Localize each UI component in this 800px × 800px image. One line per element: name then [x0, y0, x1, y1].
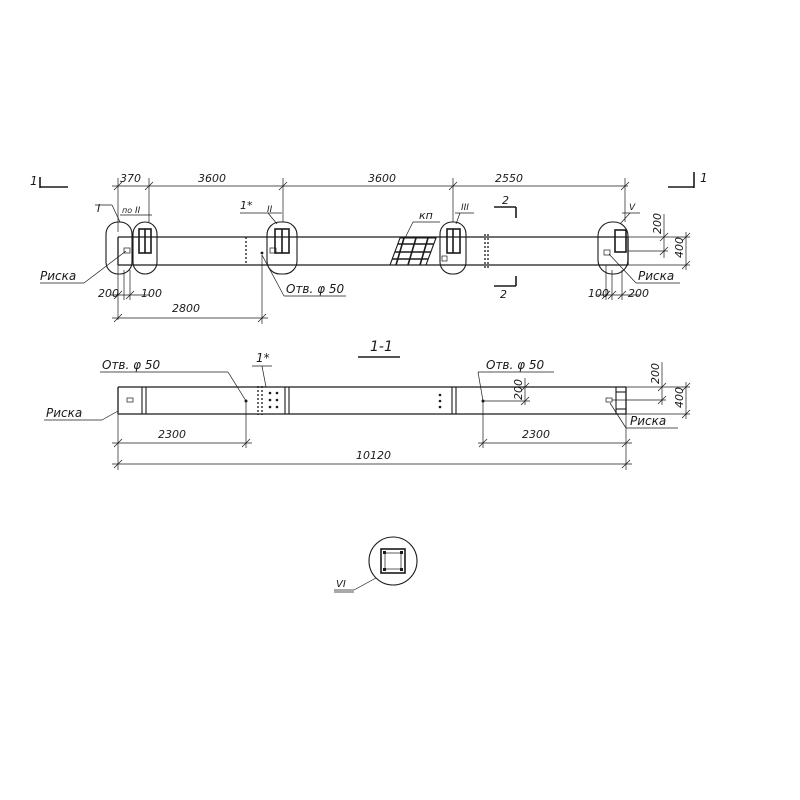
node-III: III	[439, 203, 474, 275]
elevation-dots	[244, 391, 485, 409]
elevation-vertical-dims: 200 400	[612, 362, 691, 419]
kp-label: кп	[419, 209, 433, 222]
elevation-dim-total-label: 10120	[356, 449, 391, 462]
elevation-riska-left: Риска	[44, 406, 119, 421]
elevation-dim-200-mid: 200	[483, 378, 530, 406]
elevation-beam	[117, 386, 627, 415]
top-dimension-chain: 370 3600 3600 2550	[112, 172, 630, 232]
dim-2550: 2550	[495, 172, 523, 185]
plan-dim-100-left: 100	[141, 287, 162, 300]
plan-hole-label: Отв. φ 50	[286, 282, 345, 296]
node-1-star-label: 1*	[240, 199, 253, 212]
plan-dim-200-right: 200	[628, 287, 649, 300]
plan-beam	[117, 234, 629, 268]
elevation-riska-right: Риска	[609, 402, 678, 429]
plan-view: 1 1 370 3600 3600 2550	[30, 171, 708, 324]
plan-hole-callout: Отв. φ 50	[261, 254, 346, 297]
node-1-II-label: II	[267, 205, 273, 215]
detail-VI-label: VI	[336, 579, 346, 590]
elevation-dim-200-mid-label: 200	[512, 379, 525, 400]
elevation-title: 1-1	[370, 339, 393, 355]
elevation-hole-right-label: Отв. φ 50	[486, 358, 545, 372]
elevation-riska-left-label: Риска	[46, 406, 82, 420]
elevation-riska-right-label: Риска	[630, 414, 666, 428]
plan-riska-right-label: Риска	[638, 269, 674, 283]
elevation-dim-2300-right-label: 2300	[522, 428, 550, 441]
section-mark-2: 2 2	[494, 194, 517, 301]
elevation-view: 1-1	[44, 339, 691, 470]
node-V-label: V	[629, 203, 636, 213]
plan-vert-200: 200	[651, 213, 664, 234]
node-po-II-label: II	[135, 206, 141, 216]
riska-right-callout: Риска	[608, 253, 680, 284]
node-I-label: I	[97, 202, 100, 215]
node-po-II: по II	[120, 206, 158, 275]
elevation-vert-200: 200	[649, 363, 662, 384]
section-mark-right-label: 1	[700, 171, 708, 185]
elevation-mark-1-label: 1*	[256, 351, 270, 365]
plan-dim-100-right: 100	[588, 287, 609, 300]
elevation-dim-total: 10120	[112, 449, 632, 469]
dim-370: 370	[120, 172, 141, 185]
section-2-top-label: 2	[502, 194, 509, 207]
elevation-dim-2300-right: 2300	[478, 402, 632, 470]
plan-vert-400: 400	[673, 237, 686, 258]
node-I: I	[95, 202, 133, 275]
node-po-prefix: по	[122, 206, 132, 215]
elevation-dim-2300-left-label: 2300	[158, 428, 186, 441]
node-1-II: 1* II	[240, 199, 298, 275]
plan-dim-2800: 2800	[172, 302, 200, 315]
plan-riska-left-label: Риска	[40, 269, 76, 283]
dim-3600-b: 3600	[368, 172, 396, 185]
detail-VI: VI	[334, 536, 418, 593]
kp-element: кп	[389, 209, 440, 266]
plan-bottom-dims-left: 200 100	[98, 265, 162, 320]
plan-dim-200-left: 200	[98, 287, 119, 300]
elevation-mark-1: 1*	[252, 351, 272, 388]
section-mark-1-right: 1	[668, 171, 708, 188]
elevation-dim-2300-left: 2300	[112, 402, 252, 470]
plan-vertical-dims: 200 400	[628, 213, 691, 270]
elevation-hole-left-label: Отв. φ 50	[102, 358, 161, 372]
node-III-label: III	[461, 203, 469, 213]
section-mark-1-left: 1	[30, 174, 68, 188]
dim-3600-a: 3600	[198, 172, 226, 185]
plan-dim-2800-line: 2800	[112, 255, 268, 324]
elevation-vert-400: 400	[673, 387, 686, 408]
elevation-hole-right-callout: Отв. φ 50	[477, 358, 554, 402]
section-mark-left-label: 1	[30, 174, 38, 188]
plan-bottom-dims-right: 100 200	[588, 265, 649, 300]
riska-left-callout: Риска	[40, 250, 127, 284]
section-2-bottom-label: 2	[500, 288, 507, 301]
elevation-hole-left-callout: Отв. φ 50	[100, 358, 247, 402]
node-V: V	[597, 203, 640, 275]
